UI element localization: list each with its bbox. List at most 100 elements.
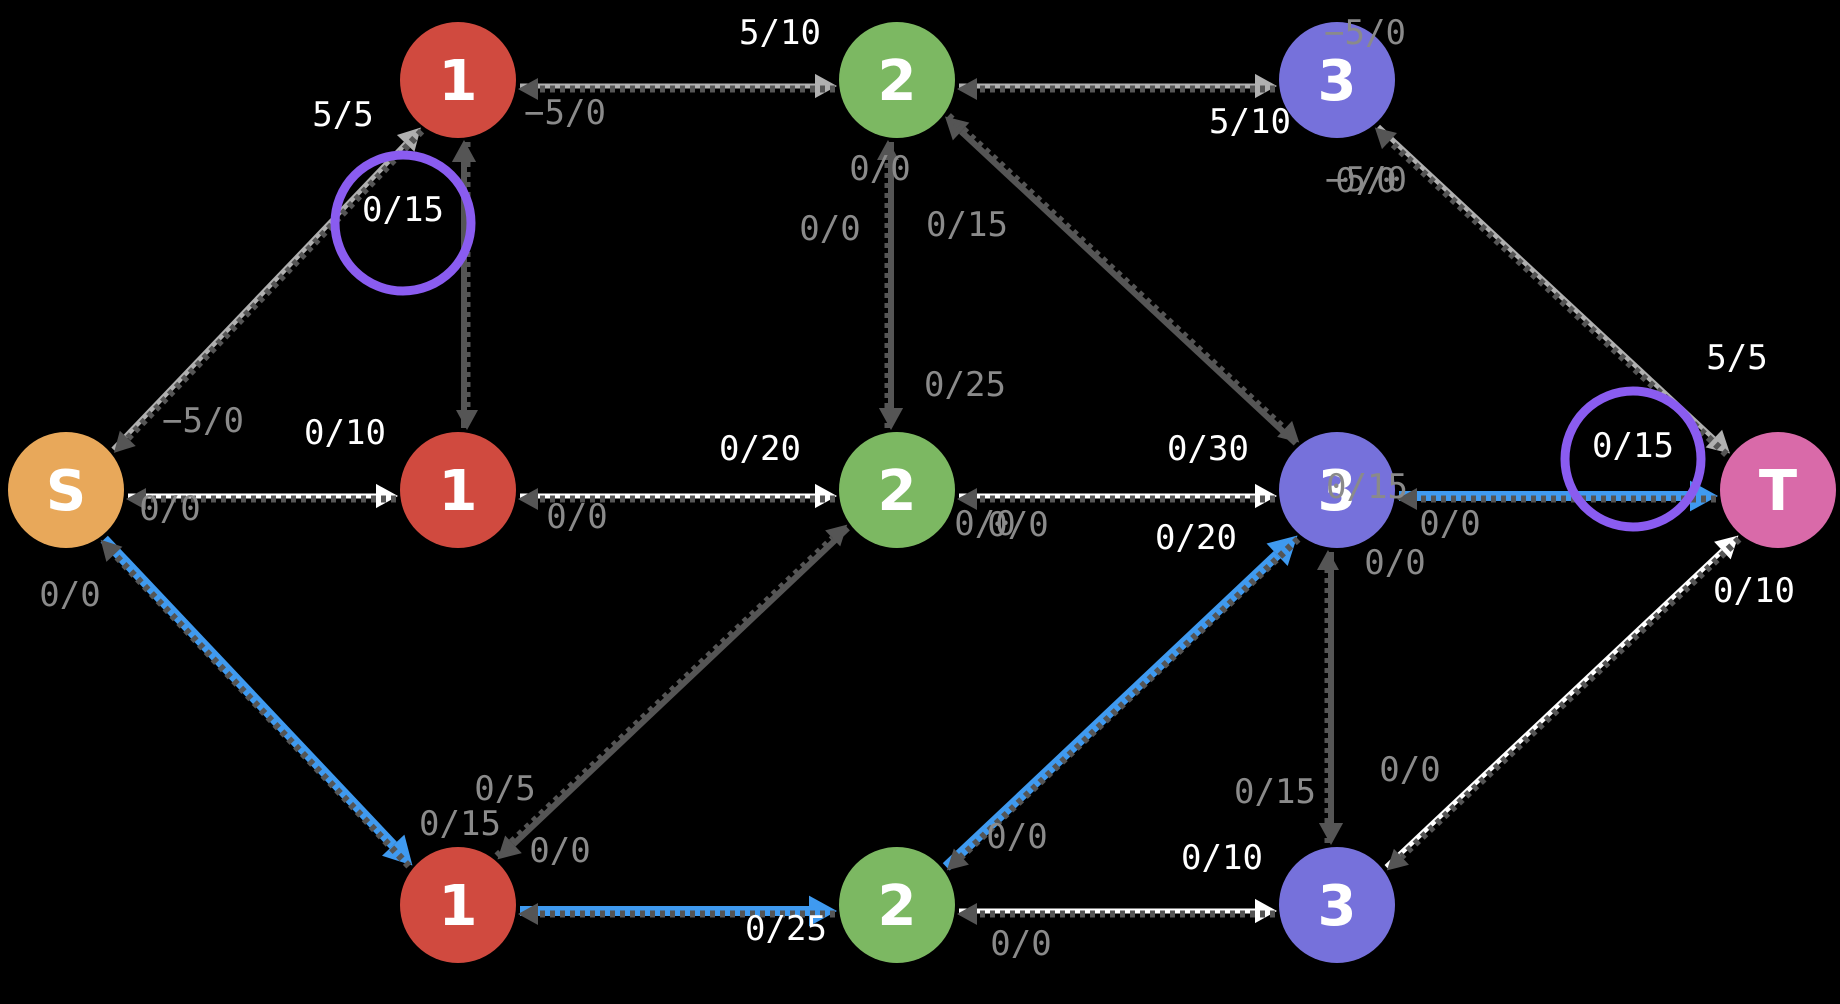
arrowhead-icon [497,835,522,860]
flow-capacity-label: 0/0 [849,149,910,189]
rings-layer [330,150,1706,532]
node-circle [400,22,516,138]
flow-capacity-label: 5/5 [312,95,373,135]
flow-capacity-label: 0/0 [1379,750,1440,790]
node-label: 1 [439,874,478,939]
node-label: 2 [878,459,917,524]
flow-capacity-label: −5/0 [1325,160,1407,200]
flow-capacity-label: 5/10 [1209,102,1291,142]
flow-capacity-label: 0/0 [954,504,1015,544]
flow-capacity-label: 0/0 [546,497,607,537]
node-label: 3 [1318,874,1357,939]
node-C3: 3 [1279,847,1395,963]
node-circle [839,22,955,138]
arrowhead-icon [396,127,421,152]
arrowhead-icon [1374,127,1397,150]
node-label: 1 [439,49,478,114]
node-C2: 2 [839,847,955,963]
flow-capacity-label: 5/5 [1706,338,1767,378]
highlight-ring [1560,386,1706,532]
flow-capacity-label: 0/20 [719,429,801,469]
flow-capacity-label: 0/0 [990,924,1051,964]
edge-S-C1 [100,535,413,866]
flow-capacity-label: 0/15 [362,190,444,230]
node-label: 3 [1318,459,1357,524]
edge-T-A3 [1374,127,1729,457]
arrowhead-icon [382,834,413,866]
flow-capacity-label: 0/5 [474,769,535,809]
node-label: 2 [878,874,917,939]
arrowhead-icon [946,848,969,871]
flow-capacity-label: 0/15 [419,804,501,844]
node-label: T [1759,459,1797,524]
node-A1: 1 [400,22,516,138]
edge-line [946,113,1287,432]
flow-capacity-label: −5/0 [162,401,244,441]
edge-C1-B2 [494,524,848,859]
arrowhead-icon [1277,420,1300,443]
edge-B1-S [126,488,396,510]
node-circle [1279,22,1395,138]
node-B1: 1 [400,432,516,548]
flow-capacity-label: 0/0 [529,831,590,871]
edge-line [100,535,397,849]
node-B2: 2 [839,432,955,548]
node-C1: 1 [400,847,516,963]
arrowhead-icon [1705,429,1730,454]
node-S: S [8,432,124,548]
flow-capacity-label: −5/0 [1324,13,1406,53]
arrowhead-icon [1386,848,1409,871]
flow-capacity-label: 5/10 [739,13,821,53]
arrowhead-icon [825,524,848,547]
flow-capacity-label: 0/0 [799,209,860,249]
node-circle [1720,432,1836,548]
flow-capacity-label: 0/25 [924,365,1006,405]
flow-capacity-label: 0/0 [986,817,1047,857]
arrowhead-icon [957,78,977,100]
arrowhead-icon [518,78,538,100]
edge-B3-B2 [957,488,1275,510]
edge-A3-A2 [957,78,1275,100]
edge-line [1399,536,1742,860]
node-label: 1 [439,459,478,524]
node-circle [1279,432,1395,548]
arrowhead-icon [1266,535,1298,566]
edge-C3-B3 [1317,550,1339,843]
flow-capacity-label: 0/0 [1419,504,1480,544]
node-circle [8,432,124,548]
edge-B3-C2 [946,536,1301,871]
flow-capacity-label: 0/15 [926,205,1008,245]
edge-T-C3 [1386,536,1742,871]
flow-capacity-label: 0/30 [1167,429,1249,469]
flow-capacity-label: 0/10 [1713,571,1795,611]
node-circle [839,432,955,548]
edge-line [125,128,425,441]
arrowhead-icon [518,488,538,510]
node-label: S [46,459,86,524]
edge-line [958,536,1301,860]
edge-line [494,535,836,859]
edge-B2-A2 [877,140,899,428]
node-label: 3 [1318,49,1357,114]
flow-capacity-label: 0/0 [139,489,200,529]
edge-C2-C1 [518,903,835,925]
edge-A2-B3 [946,113,1300,443]
flow-capacity-label: 0/25 [745,909,827,949]
edge-T-B3 [1397,488,1716,510]
node-A2: 2 [839,22,955,138]
arrowhead-icon [877,140,899,160]
edge-line [1387,138,1729,457]
arrowhead-icon [100,539,123,562]
arrowhead-icon [456,410,478,430]
node-circle [839,847,955,963]
edge-A1-S [113,128,425,453]
arrowhead-icon [518,903,538,925]
arrowhead-icon [957,488,977,510]
flow-capacity-label: −5/0 [524,93,606,133]
node-circle [400,847,516,963]
arrowhead-icon [113,430,136,453]
node-A3: 3 [1279,22,1395,138]
arrowhead-icon [1397,488,1417,510]
